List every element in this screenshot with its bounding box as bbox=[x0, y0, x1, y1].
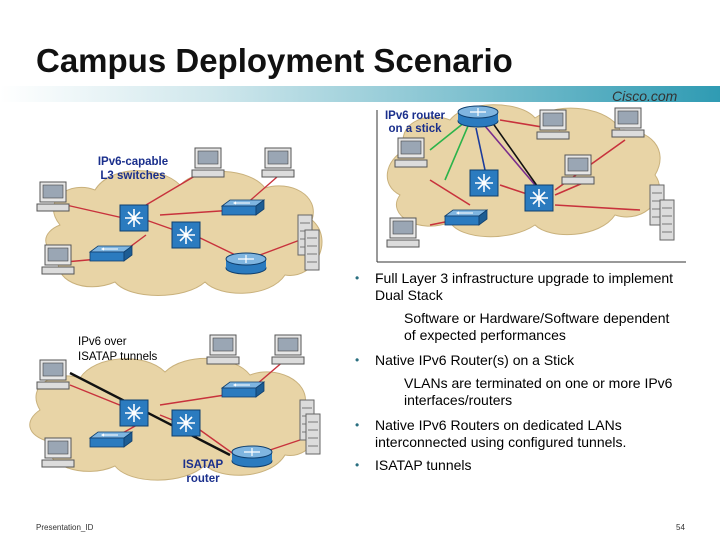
bullet-marker: • bbox=[355, 271, 360, 285]
isatap-tunnel-line bbox=[69, 371, 231, 457]
cisco-logo: Cisco.com bbox=[612, 88, 678, 104]
isatap-router-label-2: router bbox=[186, 473, 220, 485]
router-stick-label-2: on a stick bbox=[388, 123, 442, 135]
isatap-tunnels-label-1: IPv6 over bbox=[78, 336, 127, 348]
bullet-item: • Native IPv6 Router(s) on a Stick bbox=[354, 352, 684, 369]
bullet-text: Native IPv6 Router(s) on a Stick bbox=[375, 352, 575, 368]
isatap-router-label-1: ISATAP bbox=[183, 459, 224, 471]
bullet-list: • Full Layer 3 infrastructure upgrade to… bbox=[354, 270, 684, 480]
l3-switches-label-2: L3 switches bbox=[100, 170, 165, 182]
l3-switches-label-1: IPv6-capable bbox=[98, 156, 168, 168]
bullet-item: • Full Layer 3 infrastructure upgrade to… bbox=[354, 270, 684, 304]
bullet-marker: • bbox=[355, 353, 360, 367]
footer-presentation-id: Presentation_ID bbox=[36, 523, 94, 532]
bullet-subtext: Software or Hardware/Software dependent … bbox=[404, 310, 670, 343]
title-accent-bar bbox=[0, 86, 720, 102]
bullet-text: ISATAP tunnels bbox=[375, 457, 472, 473]
isatap-tunnels-label-2: ISATAP tunnels bbox=[78, 351, 158, 363]
bullet-subtext: VLANs are terminated on one or more IPv6… bbox=[404, 375, 673, 408]
bullet-text: Full Layer 3 infrastructure upgrade to i… bbox=[375, 270, 674, 303]
bullet-text: Native IPv6 Routers on dedicated LANs in… bbox=[375, 417, 627, 450]
router-stick-label-1: IPv6 router bbox=[385, 110, 446, 122]
bullet-marker: • bbox=[355, 418, 360, 432]
bullet-item: • ISATAP tunnels bbox=[354, 457, 684, 474]
bullet-marker: • bbox=[355, 458, 360, 472]
bullet-item: • Native IPv6 Routers on dedicated LANs … bbox=[354, 417, 684, 451]
page-number: 54 bbox=[676, 523, 685, 532]
page-title: Campus Deployment Scenario bbox=[36, 42, 513, 79]
